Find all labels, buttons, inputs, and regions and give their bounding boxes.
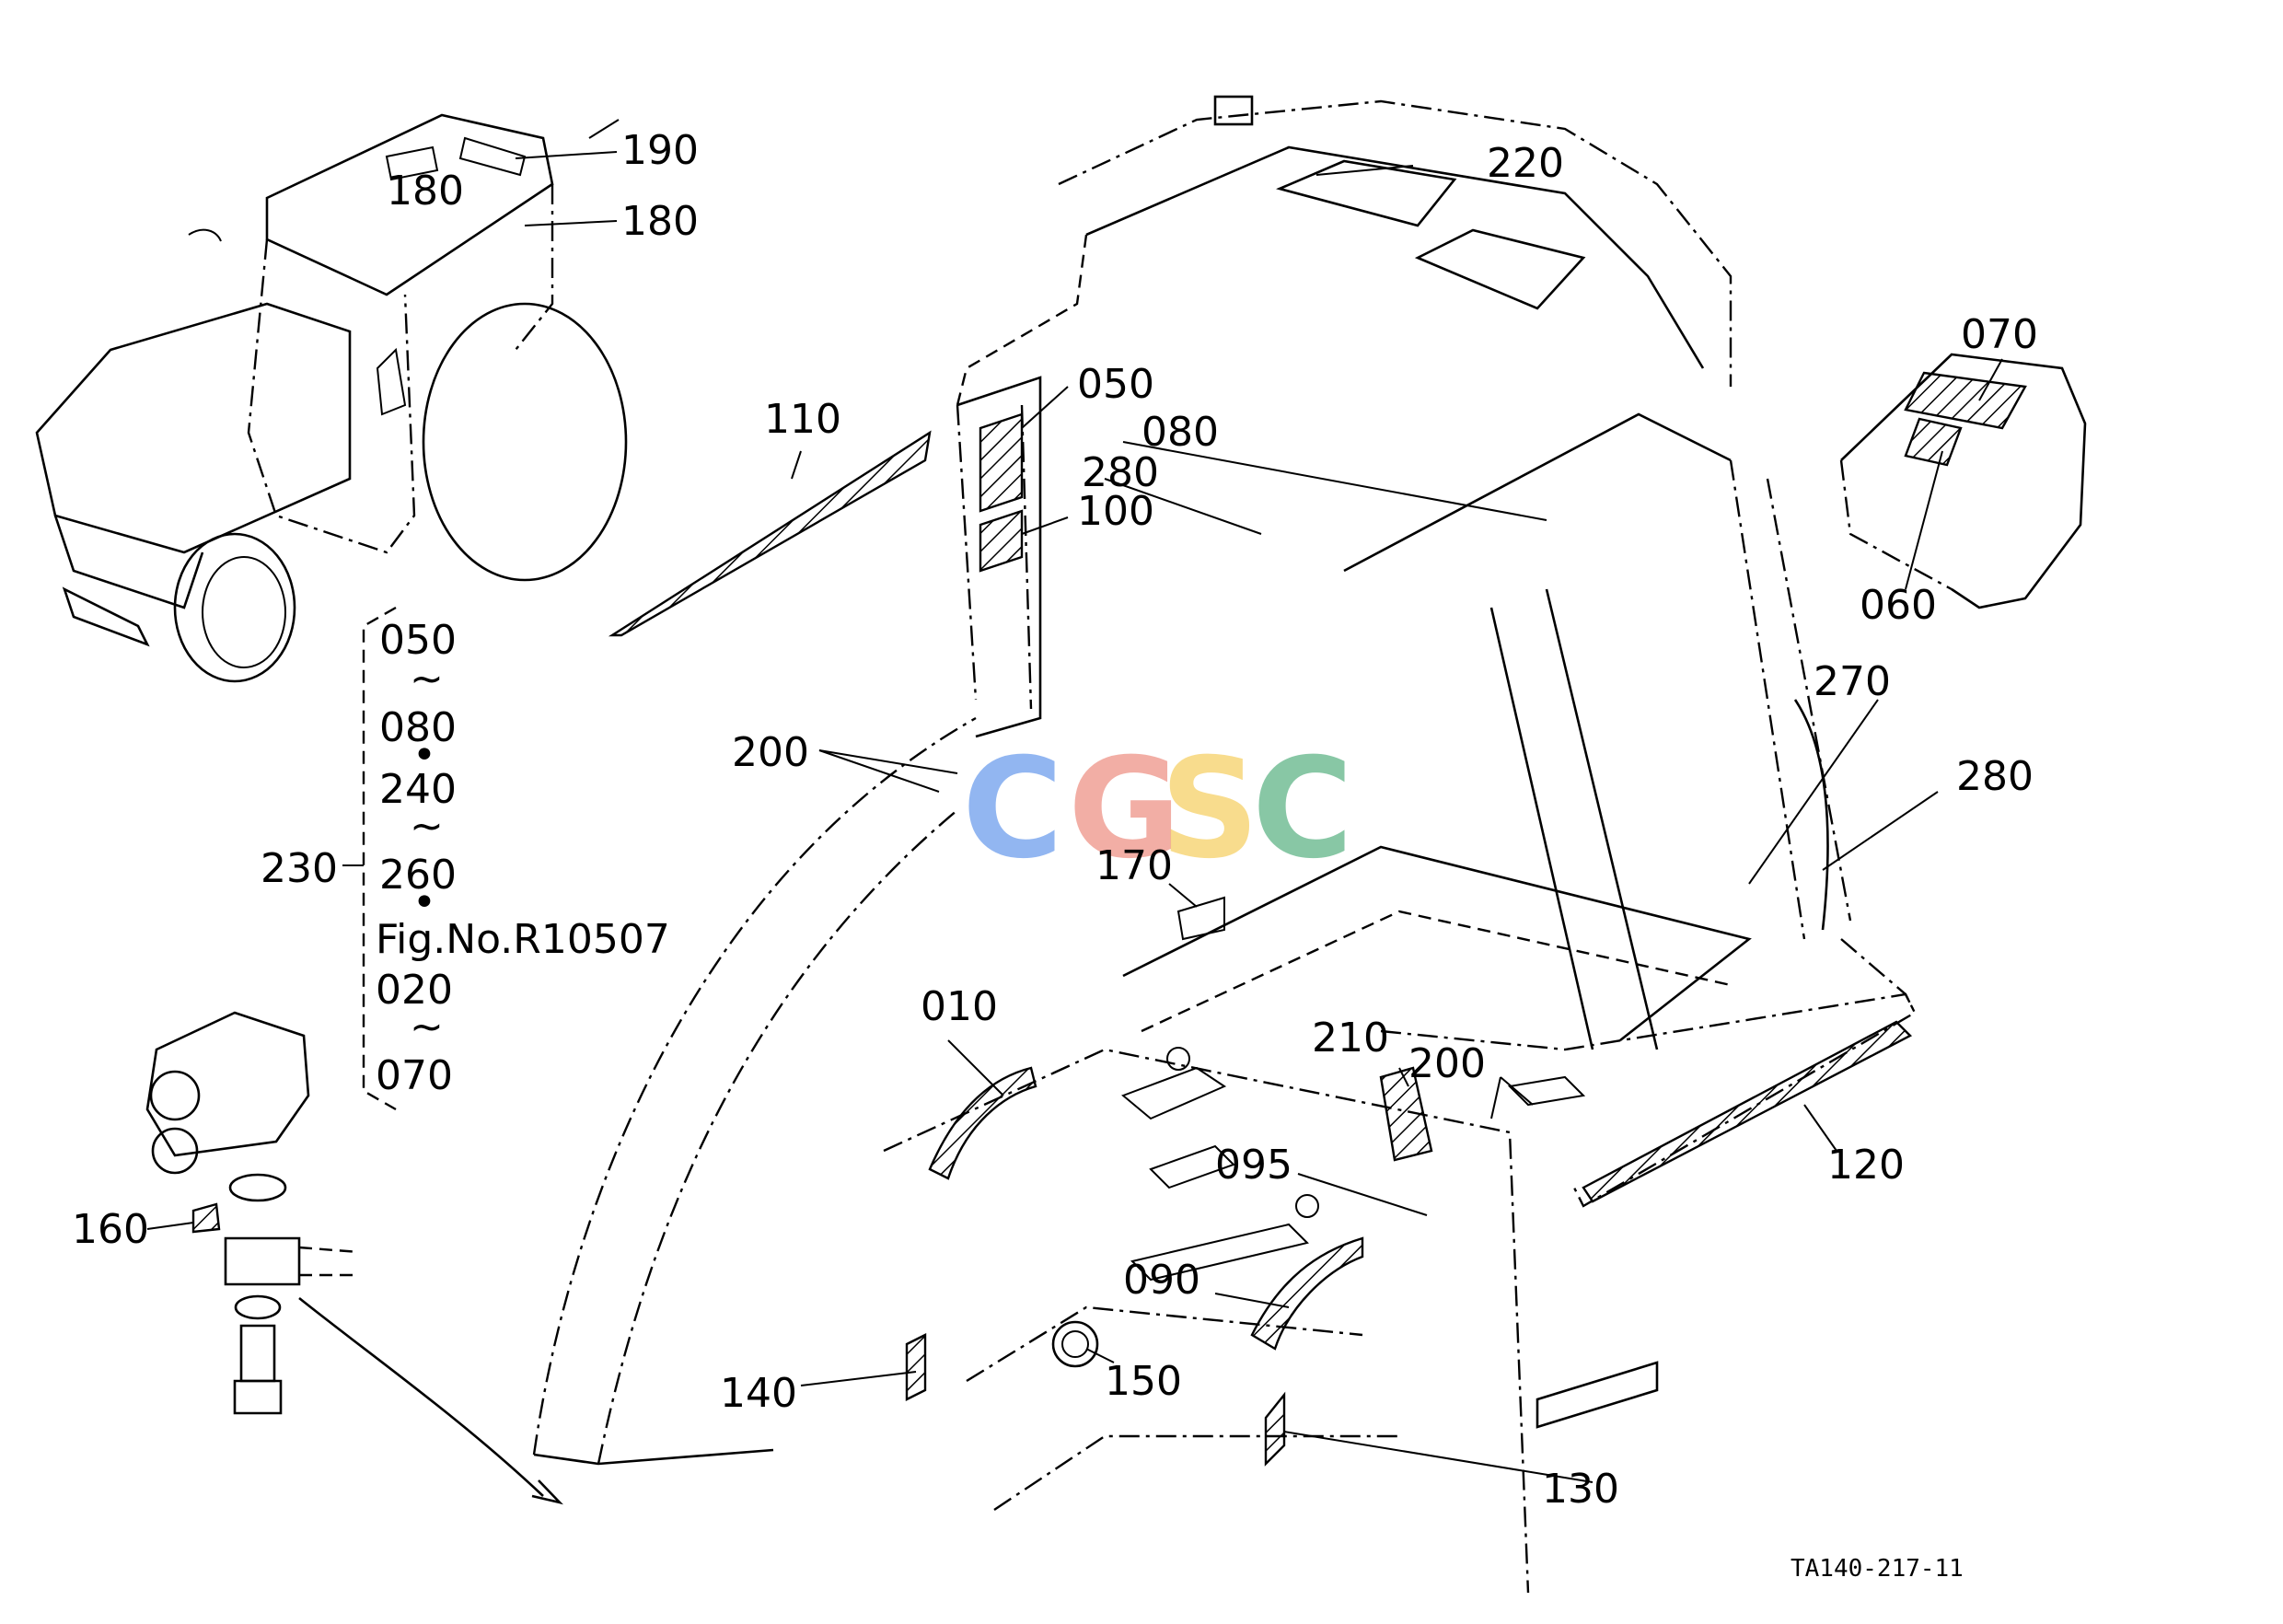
group-list: 230 050 ~ 080 • 240 ~ 260 • Fig.No.R1050… — [261, 617, 670, 1099]
group-line: • — [412, 879, 436, 926]
group-line: 050 — [379, 617, 457, 664]
callout-070: 070 — [1961, 311, 2038, 358]
callout-150: 150 — [1105, 1358, 1182, 1405]
callout-060: 060 — [1860, 582, 1937, 629]
callout-050: 050 — [1077, 361, 1154, 408]
callout-210: 210 — [1312, 1015, 1389, 1061]
leader-lines — [146, 119, 2003, 1483]
group-bracket — [342, 606, 397, 1111]
callout-095: 095 — [1215, 1142, 1292, 1189]
tractor-overview — [35, 113, 628, 683]
callout-200-left: 200 — [732, 729, 809, 776]
callout-100: 100 — [1077, 488, 1154, 535]
callout-140: 140 — [720, 1370, 797, 1417]
group-line: Fig.No.R10507 — [376, 916, 670, 963]
group-line: • — [412, 732, 436, 779]
callout-280-right: 280 — [1956, 753, 2034, 800]
callout-110: 110 — [764, 396, 841, 443]
watermark-letter: C — [962, 729, 1063, 889]
group-label-230: 230 — [261, 845, 338, 892]
valve-assembly — [145, 1011, 563, 1505]
group-line: 240 — [379, 766, 457, 813]
group-line: 020 — [376, 967, 453, 1014]
callout-220: 220 — [1487, 140, 1564, 187]
watermark-letter: S — [1160, 729, 1259, 889]
group-line: ~ — [410, 655, 444, 702]
callout-200-right: 200 — [1408, 1040, 1486, 1087]
callout-280-left: 280 — [1082, 449, 1159, 496]
group-line: 260 — [379, 852, 457, 899]
callout-180-top: 180 — [387, 168, 464, 215]
callout-180-right: 180 — [621, 198, 699, 245]
callout-080: 080 — [1142, 409, 1219, 456]
callout-170: 170 — [1095, 842, 1173, 889]
cgsc-watermark: C G S C — [962, 729, 1353, 889]
callout-labels: 010 050 060 070 080 090 095 100 110 120 … — [72, 127, 2038, 1513]
callout-160: 160 — [72, 1206, 149, 1253]
drawing-code: TA140-217-11 — [1790, 1555, 1964, 1583]
watermark-letter: G — [1068, 729, 1181, 889]
group-line: 080 — [379, 704, 457, 751]
group-line: ~ — [410, 1003, 444, 1050]
callout-010: 010 — [921, 983, 998, 1030]
callout-090: 090 — [1123, 1257, 1200, 1304]
watermark-letter: C — [1252, 729, 1353, 889]
callout-270: 270 — [1814, 658, 1891, 705]
callout-190: 190 — [621, 127, 699, 174]
callout-120: 120 — [1827, 1142, 1905, 1189]
callout-130: 130 — [1542, 1466, 1619, 1513]
group-line: 070 — [376, 1052, 453, 1099]
cab-body — [532, 95, 2087, 1594]
group-line: ~ — [410, 803, 444, 850]
